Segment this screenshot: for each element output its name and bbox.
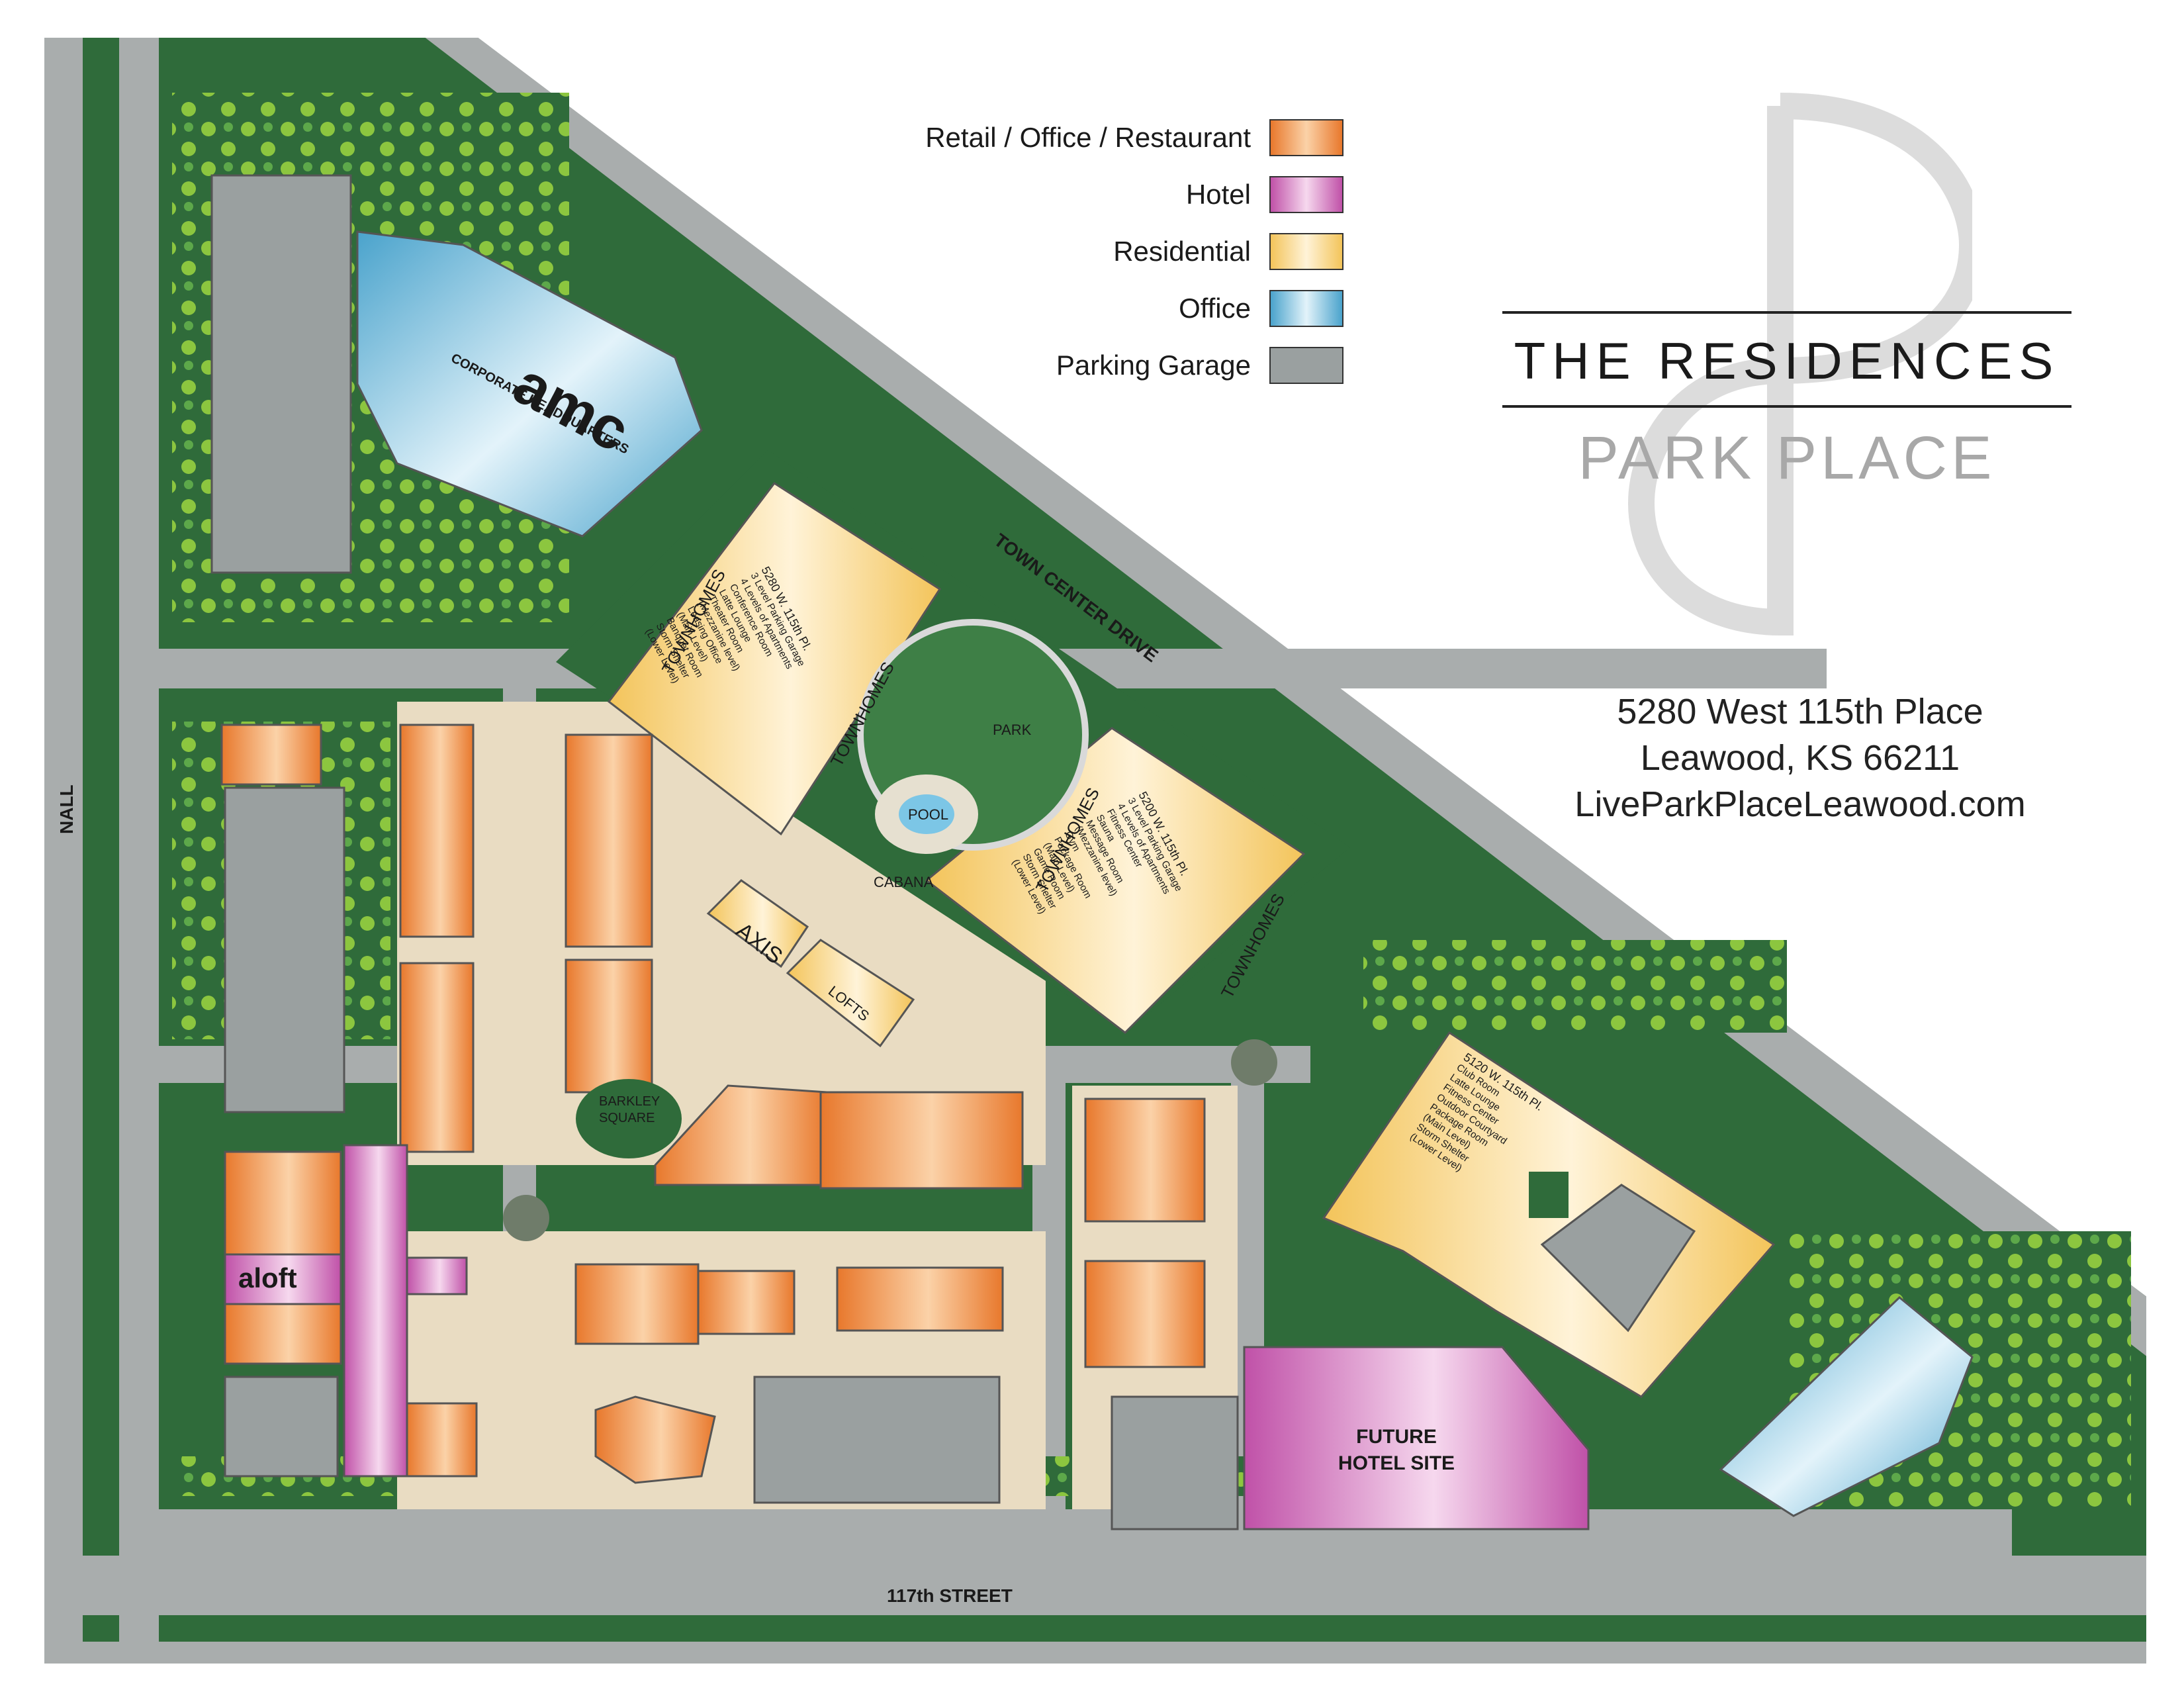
future-hotel-label-2: HOTEL SITE [1338, 1452, 1455, 1474]
retail-col-2b [565, 959, 653, 1094]
aloft-logo: aloft [238, 1262, 297, 1293]
brand-subtitle: PARK PLACE [1578, 424, 1996, 492]
legend-item-office: Office [794, 290, 1357, 330]
address-website-link[interactable]: LiveParkPlaceLeawood.com [1574, 784, 2026, 824]
legend-label-office: Office [1179, 293, 1251, 324]
amc-parking-garage [210, 174, 352, 574]
retail-aloft-south [406, 1402, 478, 1477]
roundabout-east [1231, 1039, 1277, 1086]
outdoor-courtyard [1529, 1172, 1569, 1218]
office-building-southeast [1719, 1295, 1974, 1517]
amc-headquarters-building [356, 230, 703, 538]
green-zone-5120 [1363, 940, 1787, 1033]
legend-label-parking: Parking Garage [1056, 350, 1251, 381]
legend-label-residential: Residential [1113, 236, 1251, 267]
legend-label-hotel: Hotel [1185, 179, 1251, 210]
pool-label: POOL [908, 806, 948, 823]
nall-road-east [119, 36, 159, 1665]
retail-nw [220, 724, 322, 786]
future-hotel-building [1243, 1346, 1590, 1530]
barkley-square [576, 1079, 682, 1158]
legend-swatch-office [1269, 290, 1343, 327]
park-label: PARK [993, 722, 1032, 738]
legend-item-residential: Residential [794, 233, 1357, 273]
retail-south-4 [594, 1395, 716, 1484]
aloft-parking [224, 1376, 339, 1477]
map-legend: Retail / Office / Restaurant Hotel Resid… [794, 119, 1357, 397]
legend-swatch-residential [1269, 233, 1343, 270]
aloft-hotel-wing [406, 1256, 468, 1295]
south-parking-garage [753, 1376, 1001, 1504]
address-block: 5280 West 115th Place Leawood, KS 66211 … [1522, 688, 2078, 827]
lofts-building [786, 939, 915, 1048]
axis-building [706, 879, 809, 968]
retail-east-2 [1084, 1260, 1206, 1368]
brand-block: THE RESIDENCES PARK PLACE [1496, 79, 2078, 675]
retail-central-2 [819, 1091, 1024, 1190]
barkley-label-2: SQUARE [599, 1111, 655, 1125]
legend-item-retail: Retail / Office / Restaurant [794, 119, 1357, 159]
nall-road [43, 36, 83, 1665]
street-south [159, 1509, 2012, 1556]
legend-swatch-parking [1269, 347, 1343, 384]
brand-monogram-icon [1628, 93, 1972, 636]
legend-item-parking: Parking Garage [794, 347, 1357, 387]
legend-label-retail: Retail / Office / Restaurant [925, 122, 1251, 153]
legend-swatch-retail [1269, 119, 1343, 156]
brand-rule-bottom [1502, 405, 2071, 408]
barkley-label-1: BARKLEY [599, 1094, 660, 1109]
building-5120-parking [1540, 1184, 1696, 1333]
green-zone-117th [172, 1615, 2131, 1642]
retail-col-1a [399, 724, 475, 938]
west-parking-garage [224, 786, 345, 1113]
retail-south-2 [697, 1270, 796, 1335]
aloft-sign-panel [224, 1253, 342, 1305]
map-frame [42, 35, 2149, 1666]
aloft-hotel-tower [343, 1144, 408, 1477]
legend-item-hotel: Hotel [794, 176, 1357, 216]
roundabout-west [503, 1195, 549, 1241]
nall-label: NALL [56, 784, 77, 834]
legend-swatch-hotel [1269, 176, 1343, 213]
south-road [43, 1642, 2148, 1665]
retail-east-1 [1084, 1098, 1206, 1223]
pool-water [899, 794, 954, 834]
brand-title: THE RESIDENCES [1514, 332, 2060, 390]
retail-south-1 [574, 1263, 700, 1345]
future-hotel-label-1: FUTURE [1356, 1426, 1437, 1448]
117th-street [43, 1556, 2148, 1615]
east-parking-lot [1111, 1395, 1239, 1530]
retail-col-2a [565, 733, 653, 948]
brand-rule-top [1502, 311, 2071, 314]
retail-col-1b [399, 962, 475, 1153]
address-line-1: 5280 West 115th Place [1617, 692, 1983, 731]
building-5280 [607, 481, 942, 836]
retail-south-3 [836, 1266, 1004, 1332]
cabana-label: CABANA [874, 874, 934, 890]
117th-street-label: 117th STREET [887, 1585, 1013, 1606]
address-line-2: Leawood, KS 66211 [1640, 738, 1960, 778]
